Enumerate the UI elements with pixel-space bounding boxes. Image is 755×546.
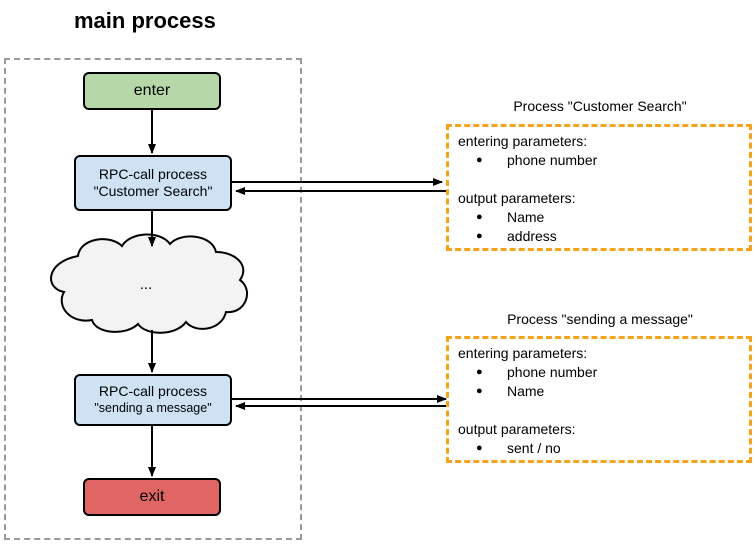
rpc-call-node-sending-message: RPC-call process "sending a message": [74, 374, 232, 426]
rpc1-line1: RPC-call process: [98, 166, 208, 182]
list-item: address: [458, 227, 749, 246]
list-item: Name: [458, 208, 749, 227]
rpc2-line2: "sending a message": [94, 401, 212, 415]
output-parameters-label: output parameters:: [458, 421, 576, 437]
diagram-title: main process: [74, 8, 216, 33]
main-process-frame: [4, 58, 302, 540]
exit-label: exit: [139, 488, 165, 505]
rpc2-line1: RPC-call process: [98, 383, 208, 399]
list-item: phone number: [458, 363, 749, 382]
list-item: Name: [458, 382, 749, 401]
output-parameters-label: output parameters:: [458, 190, 576, 206]
entering-parameters-list: phone number: [458, 151, 749, 170]
cloud-label: ...: [139, 276, 153, 293]
process-customer-search-title: Process "Customer Search": [513, 98, 687, 114]
enter-node: enter: [83, 72, 221, 110]
process-customer-search-box: entering parameters: phone number output…: [446, 124, 752, 251]
cloud-shape: [50, 233, 248, 334]
output-parameters-list: sent / no: [458, 439, 749, 458]
list-item: sent / no: [458, 439, 749, 458]
output-parameters-list: Name address: [458, 208, 749, 246]
entering-parameters-list: phone number Name: [458, 363, 749, 401]
enter-label: enter: [133, 82, 171, 99]
rpc1-line2: "Customer Search": [93, 183, 213, 199]
process-sending-message-title: Process "sending a message": [507, 311, 693, 327]
rpc-call-node-customer-search: RPC-call process "Customer Search": [74, 155, 232, 211]
exit-node: exit: [83, 478, 221, 516]
list-item: phone number: [458, 151, 749, 170]
entering-parameters-label: entering parameters:: [458, 345, 588, 361]
process-sending-message-box: entering parameters: phone number Name o…: [446, 336, 752, 463]
entering-parameters-label: entering parameters:: [458, 133, 588, 149]
